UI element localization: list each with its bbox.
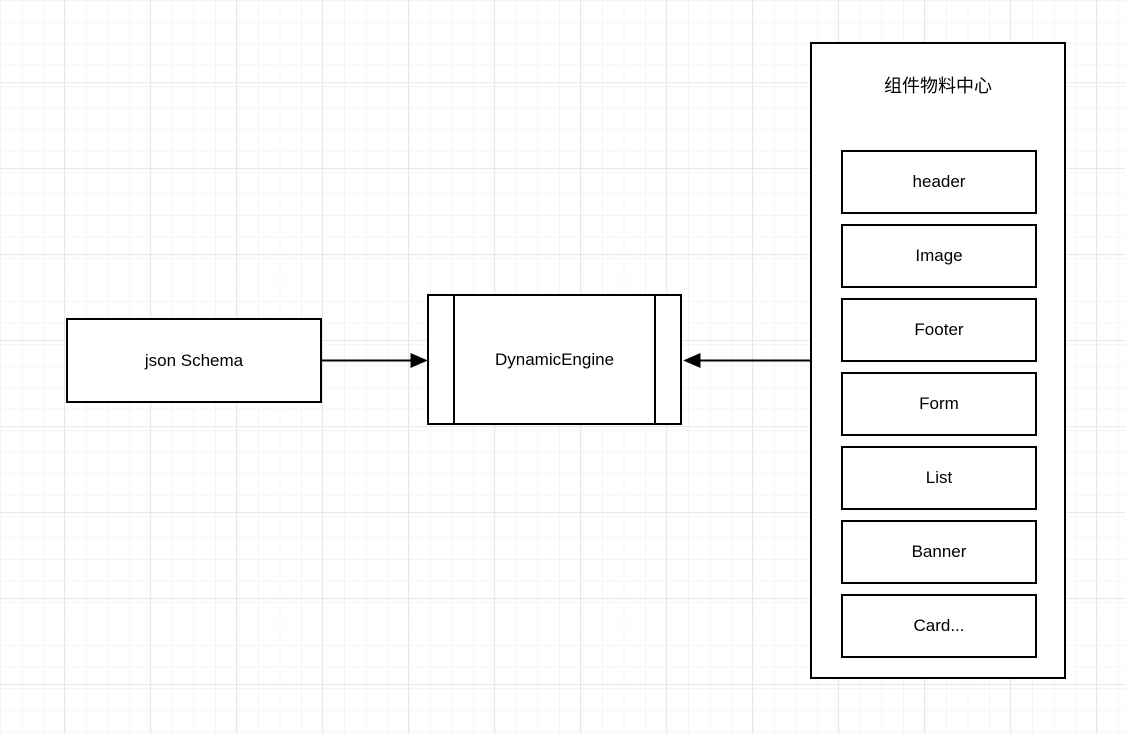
node-dynamic-engine[interactable]: DynamicEngine — [427, 294, 682, 425]
palette-item-banner[interactable]: Banner — [841, 520, 1037, 584]
palette-container[interactable]: 组件物料中心 header Image Footer Form List Ban… — [810, 42, 1066, 679]
palette-item-form[interactable]: Form — [841, 372, 1037, 436]
node-json-schema[interactable]: json Schema — [66, 318, 322, 403]
palette-item-header[interactable]: header — [841, 150, 1037, 214]
palette-item-image[interactable]: Image — [841, 224, 1037, 288]
node-dynamic-engine-label: DynamicEngine — [494, 349, 615, 369]
palette-item-list: header Image Footer Form List Banner Car… — [841, 150, 1037, 658]
process-left-bar — [453, 296, 455, 423]
palette-item-list-item[interactable]: List — [841, 446, 1037, 510]
arrow-json-schema-to-engine[interactable] — [322, 353, 428, 368]
process-right-bar — [654, 296, 656, 423]
palette-item-card[interactable]: Card... — [841, 594, 1037, 658]
palette-title: 组件物料中心 — [884, 76, 992, 96]
palette-item-footer[interactable]: Footer — [841, 298, 1037, 362]
arrow-palette-to-engine[interactable] — [683, 353, 811, 368]
node-json-schema-label: json Schema — [144, 350, 244, 370]
